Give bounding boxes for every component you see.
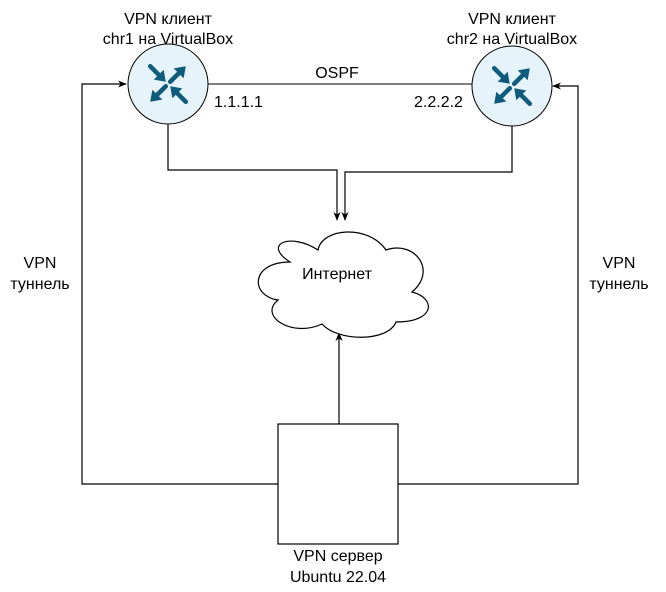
router2-title-line2: chr2 на VirtualBox	[446, 31, 578, 48]
tunnel-left-line1: VPN	[23, 255, 57, 272]
ospf-label: OSPF	[315, 65, 359, 82]
cloud-icon	[257, 231, 429, 338]
router2-internet-link	[341, 124, 513, 221]
router1-title-line1: VPN клиент	[124, 11, 212, 28]
router2-title-line1: VPN клиент	[468, 11, 556, 28]
router2-ip-label: 2.2.2.2	[414, 94, 463, 111]
router1-title-line2: chr1 на VirtualBox	[102, 31, 234, 48]
vpn-tunnel-right-link	[398, 82, 579, 485]
router1-icon	[127, 43, 209, 125]
vpn-server-box	[277, 423, 399, 545]
tunnel-right-line2: туннель	[589, 276, 649, 293]
vpn-tunnel-left-link	[81, 80, 278, 485]
server-label-line2: Ubuntu 22.04	[289, 569, 387, 586]
tunnel-right-line1: VPN	[602, 255, 636, 272]
router1-ip-label: 1.1.1.1	[214, 94, 263, 111]
tunnel-left-line2: туннель	[10, 276, 70, 293]
internet-label: Интернет	[302, 266, 372, 283]
router2-icon	[471, 45, 553, 127]
server-label-line1: VPN сервер	[293, 548, 383, 565]
router1-internet-link	[167, 124, 341, 221]
